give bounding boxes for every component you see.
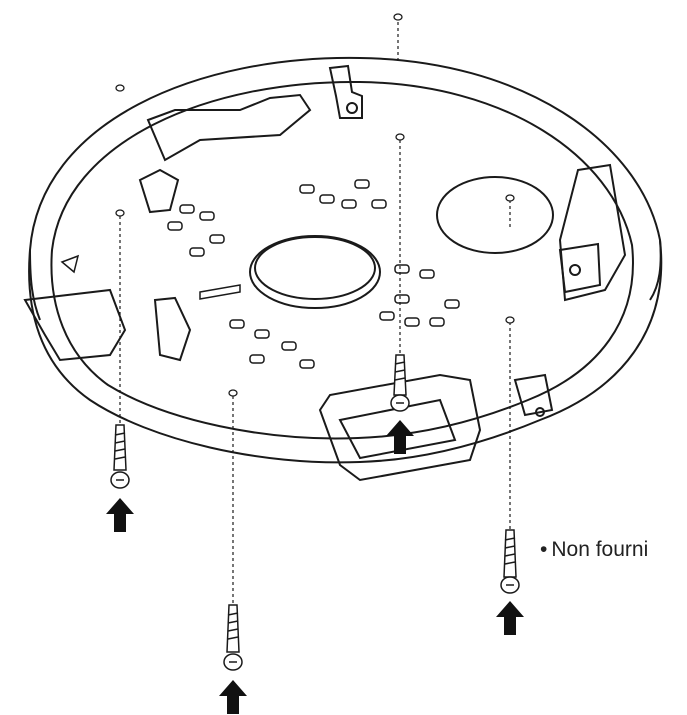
- guide-lines: [119, 22, 511, 605]
- arrow-up-icon: [106, 498, 134, 532]
- screw-center: [390, 354, 410, 412]
- center-disc: [249, 235, 381, 309]
- screw-right: [500, 529, 520, 594]
- arrow-up-icon: [386, 420, 414, 454]
- note-bullet: •: [540, 538, 548, 561]
- hole-markers: [115, 13, 515, 397]
- arrow-up-icon: [219, 680, 247, 714]
- top-clip: [328, 64, 363, 119]
- right-bracket: [558, 163, 627, 302]
- mounting-plate: [28, 56, 663, 464]
- screw-center-bottom: [223, 604, 243, 671]
- right-small-clip: [513, 373, 554, 417]
- not-supplied-note: •Non fourni: [540, 538, 648, 562]
- arrow-up-icon: [496, 601, 524, 635]
- plate-bottom-edge: [29, 239, 662, 321]
- plate-components: [60, 179, 460, 369]
- left-clip: [138, 93, 312, 214]
- screw-left: [110, 424, 130, 489]
- right-disc-shape: [436, 176, 554, 254]
- left-tab: [23, 288, 192, 362]
- plate-inner-rim: [50, 80, 634, 440]
- note-text: Non fourni: [551, 538, 649, 561]
- center-disc-inner: [254, 236, 376, 300]
- plate-outer-rim: [28, 56, 663, 464]
- right-disc: [436, 176, 554, 254]
